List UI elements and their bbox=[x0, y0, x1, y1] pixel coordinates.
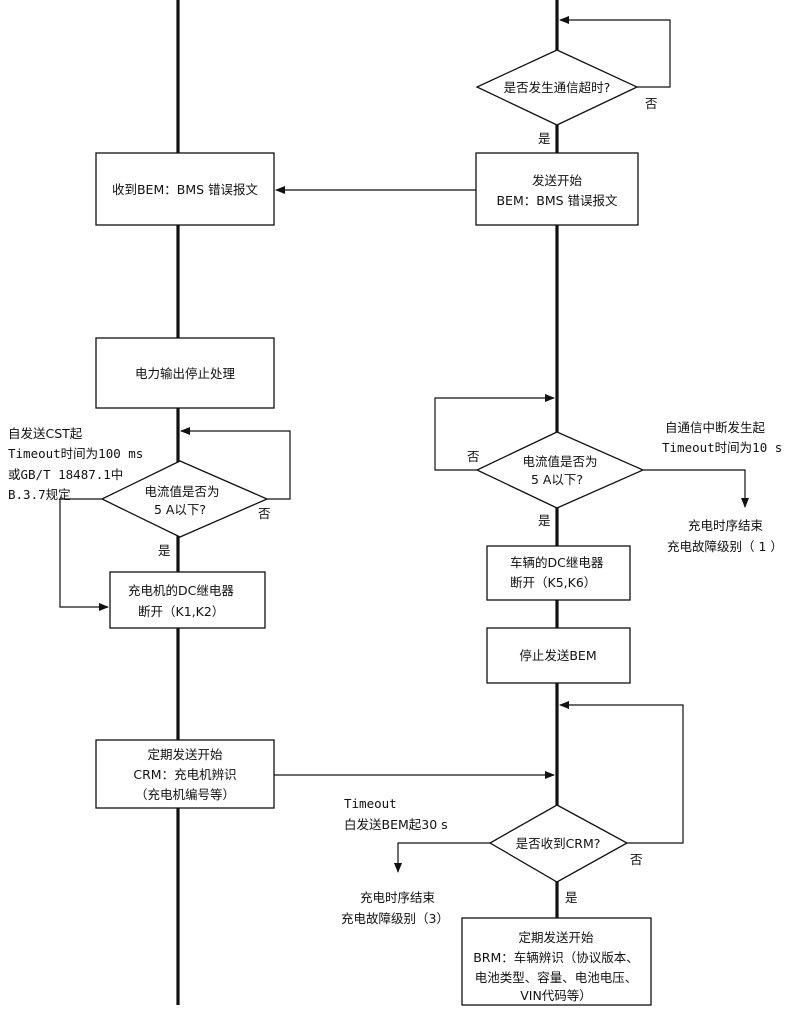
power-stop-label: 电力输出停止处理 bbox=[135, 366, 236, 381]
left-current-check-diamond bbox=[100, 460, 269, 538]
right-current-check-label: 5 A以下? bbox=[531, 472, 583, 487]
crm-check-diamond bbox=[488, 804, 629, 883]
bem-received-label: 收到BEM：BMS 错误报文 bbox=[112, 182, 259, 197]
left-current-loop-arrow bbox=[180, 427, 291, 500]
bem-send-box bbox=[475, 152, 639, 226]
crm-send-box bbox=[95, 739, 275, 809]
yes-label: 是 bbox=[565, 890, 578, 905]
cst-timeout-note: 或GB/T 18487.1中 bbox=[8, 467, 123, 482]
comm-timeout-note: Timeout时间为10 s bbox=[662, 440, 782, 455]
right-current-check-label: 电流值是否为 bbox=[522, 454, 597, 469]
end-fault-1: 充电时序结束 bbox=[688, 518, 764, 533]
no-label: 否 bbox=[630, 852, 643, 867]
crm-loop-arrow bbox=[559, 701, 684, 844]
timeout-check-diamond bbox=[475, 49, 639, 126]
no-label: 否 bbox=[467, 449, 480, 464]
crm-timeout-note: 白发送BEM起30 s bbox=[344, 817, 448, 832]
brm-send-line: 定期发送开始 bbox=[518, 930, 594, 945]
left-timeout-arrow bbox=[59, 498, 109, 611]
stop-bem-label: 停止发送BEM bbox=[519, 648, 596, 663]
cst-timeout-note: 自发送CST起 bbox=[8, 426, 83, 441]
timeout-loop-arrow bbox=[559, 16, 671, 88]
vehicle-relay-box bbox=[486, 545, 631, 601]
cst-timeout-note: Timeout时间为100 ms bbox=[8, 446, 143, 461]
crm-send-line: 定期发送开始 bbox=[147, 747, 223, 762]
brm-send-box bbox=[461, 917, 652, 1006]
yes-label: 是 bbox=[158, 543, 171, 558]
yes-label: 是 bbox=[538, 131, 551, 146]
crm-timeout-arrow bbox=[394, 842, 490, 873]
end-fault-3: 充电故障级别（3） bbox=[341, 911, 449, 926]
charger-relay-line: 充电机的DC继电器 bbox=[128, 583, 234, 598]
crm-send-line: CRM：充电机辨识 bbox=[133, 767, 236, 782]
right-current-check-diamond bbox=[475, 431, 645, 509]
end-fault-3: 充电时序结束 bbox=[360, 890, 436, 905]
cst-timeout-note: B.3.7规定 bbox=[8, 487, 71, 502]
brm-send-line: VIN代码等） bbox=[520, 988, 592, 1003]
charger-relay-box bbox=[109, 571, 266, 629]
no-label: 否 bbox=[645, 96, 658, 111]
vehicle-relay-line: 车辆的DC继电器 bbox=[510, 555, 604, 570]
no-label: 否 bbox=[258, 506, 271, 521]
timeout-check-label: 是否发生通信超时? bbox=[504, 80, 611, 95]
bem-send-line: 发送开始 bbox=[532, 173, 583, 188]
crm-check-label: 是否收到CRM? bbox=[516, 836, 601, 851]
brm-send-line: BRM：车辆辨识（协议版本、 bbox=[473, 950, 639, 965]
charger-relay-line: 断开（K1,K2） bbox=[138, 604, 224, 619]
comm-timeout-note: 自通信中断发生起 bbox=[665, 420, 766, 435]
vehicle-relay-line: 断开（K5,K6） bbox=[510, 575, 596, 590]
yes-label: 是 bbox=[538, 513, 551, 528]
crm-send-line: （充电机编号等） bbox=[135, 787, 235, 802]
end-fault-1: 充电故障级别（ 1 ） bbox=[667, 539, 783, 554]
stop-bem-box bbox=[486, 627, 631, 684]
crm-timeout-note: Timeout bbox=[344, 796, 397, 811]
left-current-check-label: 5 A以下? bbox=[154, 502, 206, 517]
power-stop-box bbox=[95, 337, 275, 409]
bem-send-line: BEM：BMS 错误报文 bbox=[496, 193, 618, 208]
right-timeout-arrow bbox=[643, 469, 749, 508]
right-current-loop-arrow bbox=[434, 394, 555, 471]
bem-received-box bbox=[95, 152, 275, 226]
brm-send-line: 电池类型、容量、电池电压、 bbox=[475, 970, 638, 985]
left-current-check-label: 电流值是否为 bbox=[144, 484, 219, 499]
